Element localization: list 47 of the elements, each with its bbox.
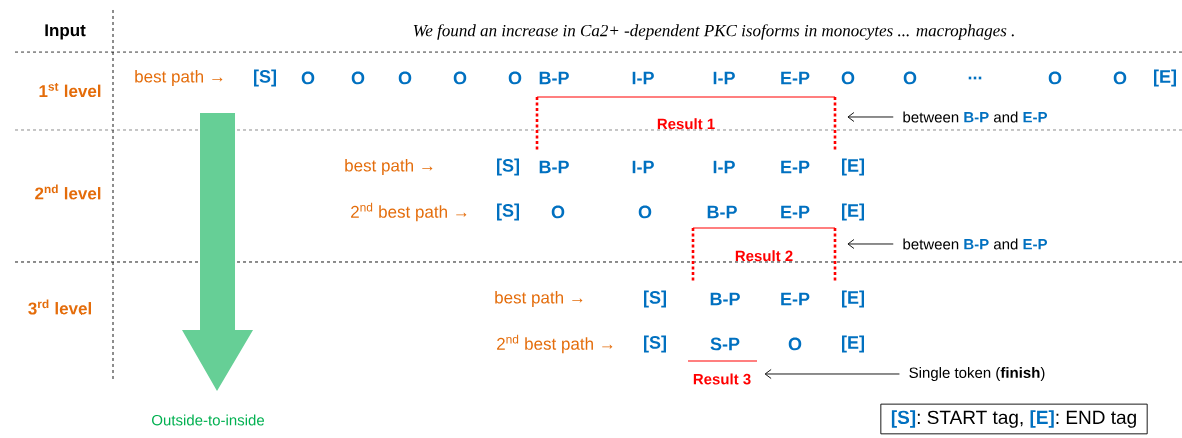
level-label: 2$^{nd}$ level [35, 184, 101, 200]
input-sentence: We found an increase in Ca2+ -dependent PKC isoforms in monocytes ... macrophages . [413, 24, 1014, 40]
tag-label: [S] [497, 158, 519, 176]
tag-label: O [551, 205, 565, 219]
tag-label: O [1113, 71, 1127, 85]
tag-label: [S] [644, 335, 666, 353]
path-label: 2$^{nd}$ best path → [497, 334, 613, 354]
tag-label: O [508, 71, 522, 85]
arrow [847, 239, 894, 249]
tag-label: [E] [842, 158, 864, 176]
legend-box: [S]: START tag, [E]: END tag [880, 403, 1148, 435]
tag-label: [E] [1154, 69, 1176, 87]
tag-label: O [841, 71, 855, 85]
tag-label: O [351, 71, 365, 85]
tag-label: O [1048, 71, 1062, 85]
tag-label: [S] [644, 290, 666, 308]
tag-label: O [638, 205, 652, 219]
tag-label: O [453, 71, 467, 85]
tag-label: [S] [254, 69, 276, 87]
tag-label: [E] [842, 290, 864, 308]
tag-label: [S] [497, 203, 519, 221]
annotation-text: between B-P and E-P [903, 111, 1047, 123]
annotation-text: between B-P and E-P [903, 238, 1047, 250]
row-heading: Input [45, 24, 86, 40]
tag-label: O [788, 337, 802, 351]
arrow [847, 112, 894, 122]
tag-label: ... [968, 76, 982, 80]
result-bracket: Result 1 [535, 96, 837, 150]
result-bracket: Result 2 [691, 227, 837, 283]
arrow [764, 369, 900, 379]
result-bracket: Result 3 [687, 360, 758, 385]
tag-label: E-P [781, 160, 810, 174]
arrow-caption: Outside-to-inside [152, 414, 264, 426]
path-label: best path → [135, 70, 223, 86]
tag-label: [E] [842, 335, 864, 353]
tag-label: O [301, 71, 315, 85]
tag-label: O [398, 71, 412, 85]
tag-label: B-P [710, 292, 740, 306]
tag-label: O [903, 71, 917, 85]
level-label: 3$^{rd}$ level [28, 299, 91, 315]
level-label: 1$^{st}$ level [39, 82, 101, 98]
path-label: 2$^{nd}$ best path → [351, 202, 467, 222]
tag-label: [E] [842, 203, 864, 221]
path-label: best path → [495, 291, 583, 307]
tag-label: I-P [713, 160, 735, 174]
annotation-text: Single token (finish) [909, 367, 1045, 381]
path-label: best path → [345, 159, 433, 175]
